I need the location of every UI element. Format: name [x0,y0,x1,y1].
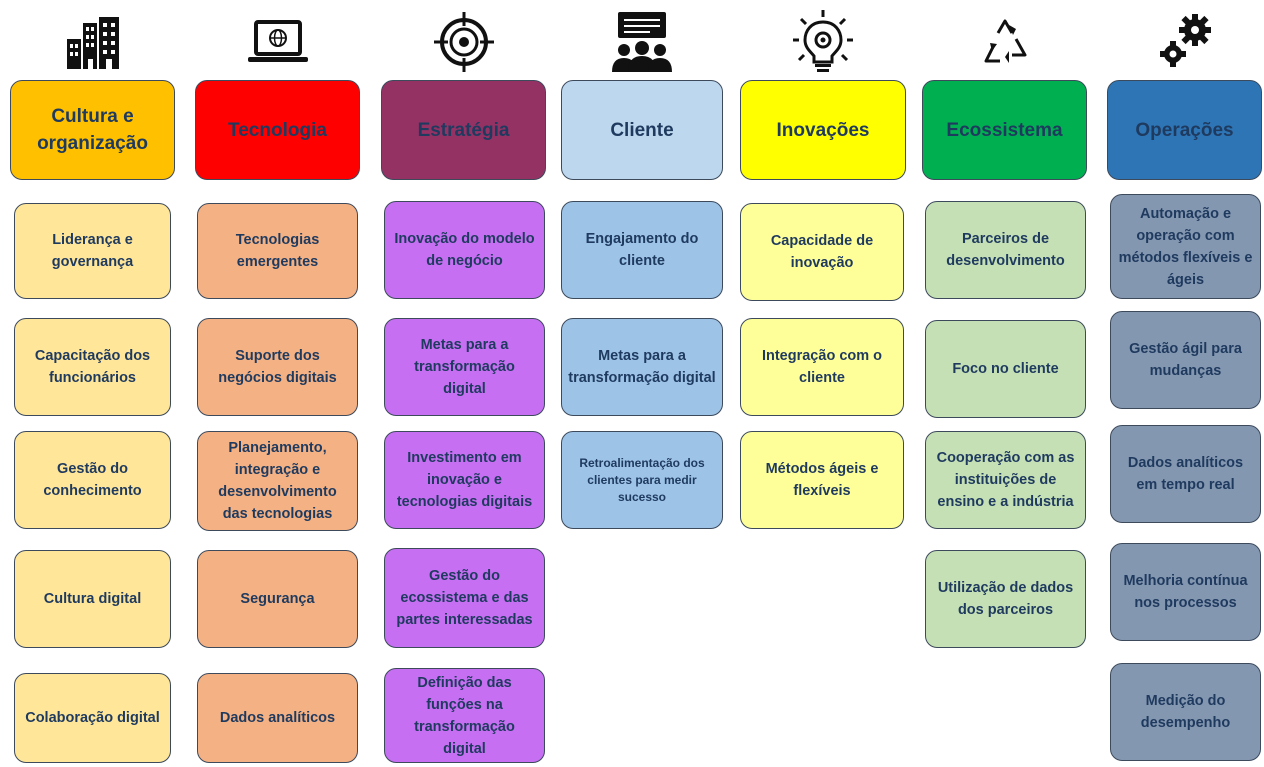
header-estrategia: Estratégia [381,80,546,180]
card-definicao-funcoes: Definição das funções na transformação d… [384,668,545,763]
card-utilizacao-dados: Utilização de dados dos parceiros [925,550,1086,648]
column-cliente: Cliente Engajamento do cliente Metas par… [561,0,723,767]
column-ecossistema: Ecossistema Parceiros de desenvolvimento… [922,0,1087,767]
card-cultura-digital: Cultura digital [14,550,171,648]
card-metas-cliente: Metas para a transformação digital [561,318,723,416]
card-tecnologias-emergentes: Tecnologias emergentes [197,203,358,299]
laptop-globe-icon [195,10,360,74]
column-cultura: Cultura e organização Liderança e govern… [10,0,175,767]
card-inovacao-modelo: Inovação do modelo de negócio [384,201,545,299]
card-metodos-ageis: Métodos ágeis e flexíveis [740,431,904,529]
card-melhoria-continua: Melhoria contínua nos processos [1110,543,1261,641]
card-gestao-conhecimento: Gestão do conhecimento [14,431,171,529]
presentation-audience-icon [561,10,723,74]
header-operacoes: Operações [1107,80,1262,180]
card-seguranca: Segurança [197,550,358,648]
column-operacoes: Operações Automação e operação com métod… [1107,0,1262,767]
column-tecnologia: Tecnologia Tecnologias emergentes Suport… [195,0,360,767]
card-metas-transformacao: Metas para a transformação digital [384,318,545,416]
card-automacao: Automação e operação com métodos flexíve… [1110,194,1261,299]
card-suporte-negocios: Suporte dos negócios digitais [197,318,358,416]
header-cultura: Cultura e organização [10,80,175,180]
card-foco-cliente: Foco no cliente [925,320,1086,418]
column-estrategia: Estratégia Inovação do modelo de negócio… [381,0,546,767]
card-integracao-cliente: Integração com o cliente [740,318,904,416]
lightbulb-gear-icon [740,10,906,74]
card-parceiros: Parceiros de desenvolvimento [925,201,1086,299]
header-tecnologia: Tecnologia [195,80,360,180]
card-lideranca: Liderança e governança [14,203,171,299]
gears-icon [1107,10,1262,74]
header-cliente: Cliente [561,80,723,180]
header-ecossistema: Ecossistema [922,80,1087,180]
card-investimento: Investimento em inovação e tecnologias d… [384,431,545,529]
card-retroalimentacao: Retroalimentação dos clientes para medir… [561,431,723,529]
column-inovacoes: Inovações Capacidade de inovação Integra… [740,0,906,767]
target-icon [381,10,546,74]
card-medicao-desempenho: Medição do desempenho [1110,663,1261,761]
card-colaboracao: Colaboração digital [14,673,171,763]
recycle-icon [922,10,1087,74]
card-dados-tempo-real: Dados analíticos em tempo real [1110,425,1261,523]
card-gestao-agil: Gestão ágil para mudanças [1110,311,1261,409]
card-cooperacao: Cooperação com as instituições de ensino… [925,431,1086,529]
buildings-icon [10,10,175,74]
header-inovacoes: Inovações [740,80,906,180]
card-capacitacao: Capacitação dos funcionários [14,318,171,416]
card-dados-analiticos: Dados analíticos [197,673,358,763]
card-engajamento: Engajamento do cliente [561,201,723,299]
card-capacidade-inovacao: Capacidade de inovação [740,203,904,301]
card-planejamento: Planejamento, integração e desenvolvimen… [197,431,358,531]
card-gestao-ecossistema: Gestão do ecossistema e das partes inter… [384,548,545,648]
